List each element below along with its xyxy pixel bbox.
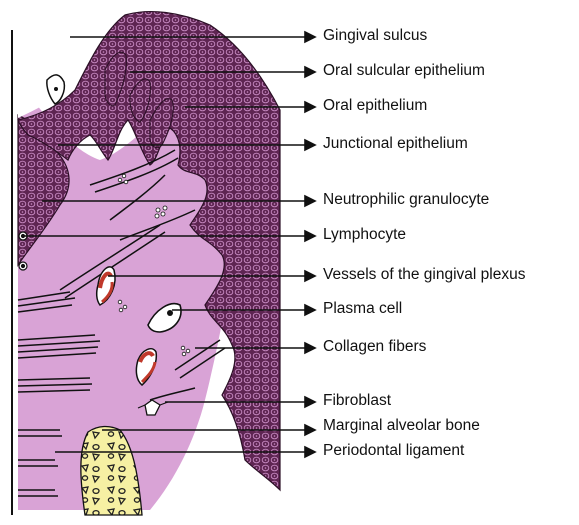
label-marginal-alveolar-bone: Marginal alveolar bone bbox=[323, 417, 480, 435]
label-collagen-fibers: Collagen fibers bbox=[323, 338, 426, 356]
label-fibroblast: Fibroblast bbox=[323, 392, 391, 410]
label-junctional-epithelium: Junctional epithelium bbox=[323, 135, 468, 153]
label-vessels-gingival-plexus: Vessels of the gingival plexus bbox=[323, 266, 525, 284]
label-neutrophilic-granulocyte: Neutrophilic granulocyte bbox=[323, 191, 489, 209]
label-periodontal-ligament: Periodontal ligament bbox=[323, 442, 464, 460]
label-plasma-cell: Plasma cell bbox=[323, 300, 402, 318]
label-oral-sulcular-epithelium: Oral sulcular epithelium bbox=[323, 62, 485, 80]
label-oral-epithelium: Oral epithelium bbox=[323, 97, 427, 115]
label-gingival-sulcus: Gingival sulcus bbox=[323, 27, 427, 45]
label-lymphocyte: Lymphocyte bbox=[323, 226, 406, 244]
